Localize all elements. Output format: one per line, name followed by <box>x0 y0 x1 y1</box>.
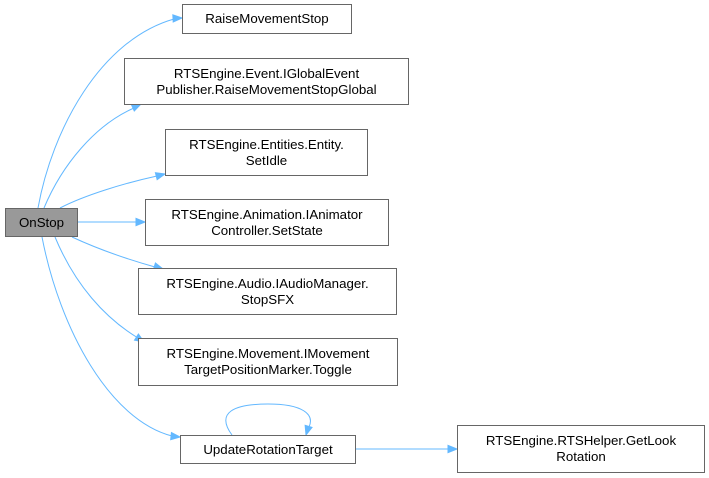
node-label-line: RTSEngine.Audio.IAudioManager. <box>166 275 369 291</box>
edges-layer <box>37 14 459 454</box>
arrowhead-root-to-n7 <box>170 431 182 441</box>
edge-root-to-n2 <box>43 107 135 209</box>
node-raise-movement-stop[interactable]: RaiseMovementStop <box>182 4 352 34</box>
node-label-line: Publisher.RaiseMovementStopGlobal <box>156 81 377 97</box>
node-label-line: RTSEngine.Animation.IAnimator <box>171 206 363 222</box>
node-get-look-rotation[interactable]: RTSEngine.RTSHelper.GetLook Rotation <box>457 425 705 473</box>
node-label-line: UpdateRotationTarget <box>203 441 333 457</box>
node-label-line: Controller.SetState <box>211 222 323 238</box>
edge-n7-to-n7 <box>225 403 311 436</box>
node-onstop[interactable]: OnStop <box>5 208 78 237</box>
node-label-line: OnStop <box>18 214 65 230</box>
arrowhead-root-to-n1 <box>172 14 184 23</box>
node-label-line: TargetPositionMarker.Toggle <box>184 362 352 377</box>
node-update-rotation-target[interactable]: UpdateRotationTarget <box>180 435 356 464</box>
node-label-line: RaiseMovementStop <box>205 11 329 26</box>
node-label-line: RTSEngine.Entities.Entity. <box>189 136 344 152</box>
arrowhead-n7-to-n7 <box>304 424 313 437</box>
node-target-position-marker-toggle[interactable]: RTSEngine.Movement.IMovement TargetPosit… <box>138 338 398 386</box>
edge-root-to-n7 <box>41 236 173 437</box>
edge-root-to-n5 <box>71 236 156 268</box>
node-label-line: StopSFX <box>240 291 295 307</box>
edge-root-to-n3 <box>59 175 158 209</box>
arrowhead-n7-to-n8 <box>447 444 459 454</box>
arrowhead-root-to-n2 <box>130 103 143 112</box>
node-label-line: Rotation <box>556 449 606 464</box>
node-raise-movement-stop-global[interactable]: RTSEngine.Event.IGlobalEvent Publisher.R… <box>124 58 409 105</box>
arrowhead-root-to-n3 <box>154 172 167 181</box>
node-label-line: SetIdle <box>245 152 288 168</box>
edge-root-to-n6 <box>54 236 139 339</box>
node-label-line: RTSEngine.Event.IGlobalEvent <box>173 65 360 81</box>
node-entity-set-idle[interactable]: RTSEngine.Entities.Entity. SetIdle <box>165 129 368 176</box>
node-label-line: RTSEngine.RTSHelper.GetLook <box>485 433 677 448</box>
node-audio-stop-sfx[interactable]: RTSEngine.Audio.IAudioManager. StopSFX <box>138 268 397 315</box>
arrowhead-root-to-n4 <box>135 217 147 227</box>
edge-root-to-n1 <box>37 18 175 209</box>
node-label-line: RTSEngine.Movement.IMovement <box>166 346 370 361</box>
node-animator-set-state[interactable]: RTSEngine.Animation.IAnimator Controller… <box>145 199 389 246</box>
